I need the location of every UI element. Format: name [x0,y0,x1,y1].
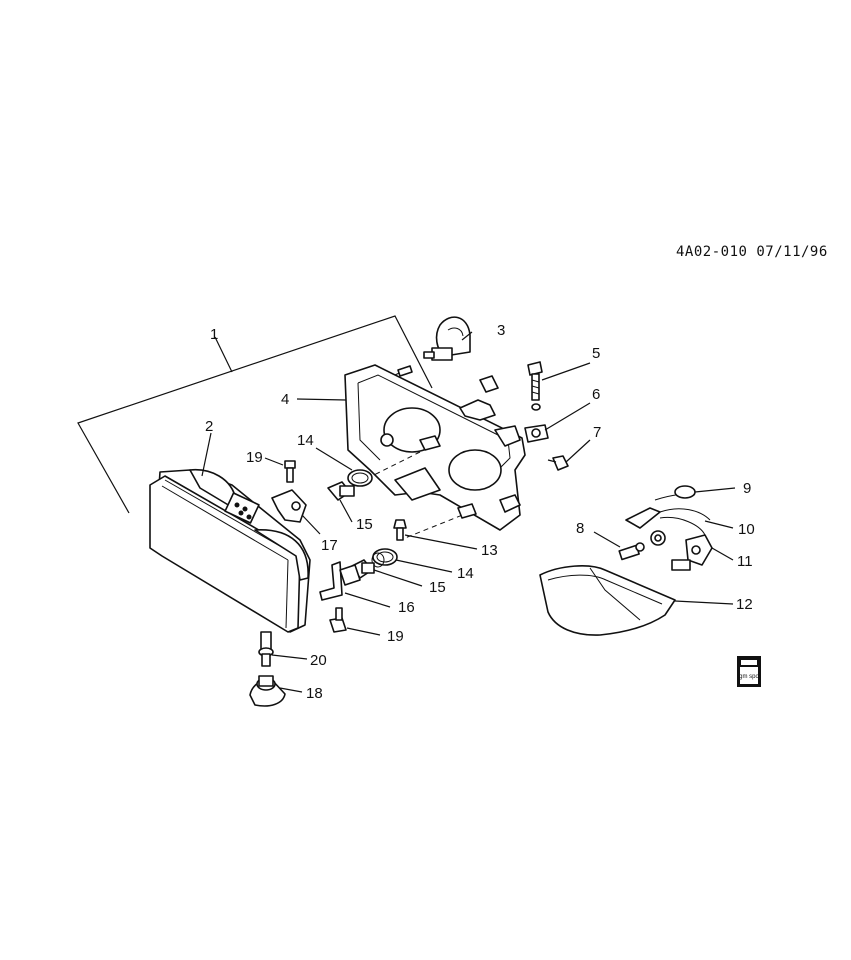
callout-17: 17 [321,537,338,554]
callout-1: 1 [210,326,218,343]
bulb [423,316,471,361]
callout-12: 12 [736,596,753,613]
callout-4: 4 [281,391,289,408]
mounting-clip [319,561,361,601]
drawing-reference: 4A02-010 07/11/96 [676,244,828,260]
callout-13: 13 [481,542,498,559]
spring-lower [371,548,398,568]
headlamp-capsule [149,468,311,633]
screw [527,361,543,411]
callout-3: 3 [497,322,505,339]
callout-9: 9 [743,480,751,497]
adjuster-screw [393,519,407,541]
wiring-harness [625,507,711,546]
callout-2: 2 [205,418,213,435]
assembly-bracket [77,315,433,514]
side-marker-socket [671,534,713,571]
callout-5: 5 [592,345,600,362]
callout-15: 15 [356,516,373,533]
leader-lines [201,331,736,693]
callout-labels: 1 2 3 4 5 6 7 8 9 10 11 12 13 14 14 15 1… [205,322,755,702]
wire-tie [654,485,696,501]
bolt-upper [284,460,296,483]
mounting-panel [344,364,526,541]
pivot-stud [258,631,274,667]
callout-18: 18 [306,685,323,702]
adjuster-nut [327,481,355,501]
bolt-lower [329,607,347,633]
callout-7: 7 [593,424,601,441]
side-marker-lens [539,565,676,636]
gm-spo-logo-text: gm spo [739,674,759,680]
callout-14: 14 [297,432,314,449]
pivot-nut [249,675,286,707]
spring [347,469,373,487]
callout-11: 11 [737,553,753,570]
side-marker-bulb [618,542,645,561]
gm-spo-logo: gm spo [737,656,761,687]
callout-16: 16 [398,599,415,616]
screw-small [547,455,569,471]
callout-14: 14 [457,565,474,582]
callout-15: 15 [429,579,446,596]
callout-20: 20 [310,652,327,669]
retainer-clip [271,489,307,523]
callout-6: 6 [592,386,600,403]
nut [524,424,549,443]
callout-19: 19 [387,628,404,645]
callout-8: 8 [576,520,584,537]
callout-10: 10 [738,521,755,538]
callout-19: 19 [246,449,263,466]
